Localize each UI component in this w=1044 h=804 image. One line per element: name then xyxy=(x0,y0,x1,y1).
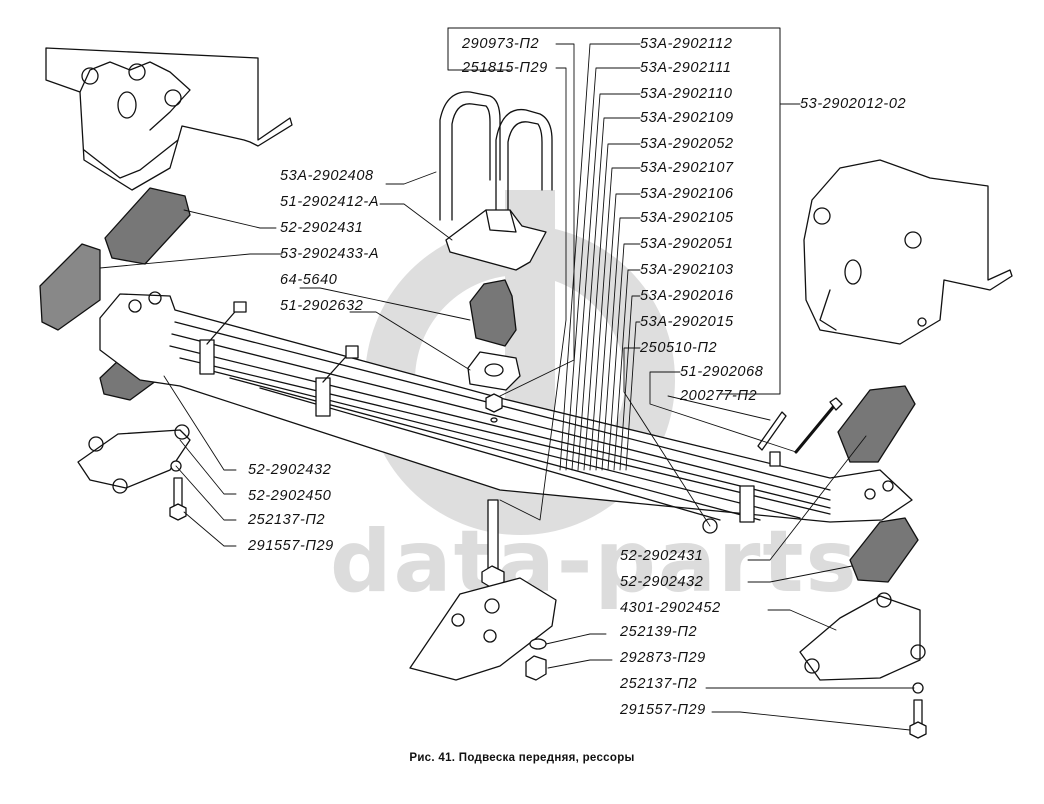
part-label-53a-2902107: 53А-2902107 xyxy=(640,160,734,176)
part-label-53a-2902105: 53А-2902105 xyxy=(640,210,734,226)
u-bolt-2 xyxy=(495,108,553,241)
center-bolt xyxy=(481,499,505,589)
part-label-53a-2902112: 53А-2902112 xyxy=(640,36,733,52)
part-label-250510-p2: 250510-П2 xyxy=(640,340,718,356)
watermark-text: data-parts xyxy=(330,512,859,612)
cushion-cup-left xyxy=(77,424,191,494)
part-label-252137-p2-left: 252137-П2 xyxy=(248,512,326,528)
part-label-252137-p2-right: 252137-П2 xyxy=(620,676,698,692)
bolt-left xyxy=(169,477,187,521)
u-bolt-1 xyxy=(439,91,501,221)
part-label-252139-p2: 252139-П2 xyxy=(620,624,698,640)
spring-clamp-2 xyxy=(315,345,359,417)
part-label-292873-p29: 292873-П29 xyxy=(620,650,706,666)
rubber-cushion-upper-left xyxy=(104,187,191,265)
bolt-right xyxy=(794,397,843,454)
part-label-251815-p29: 251815-П29 xyxy=(462,60,548,76)
part-label-64-5640: 64-5640 xyxy=(280,272,338,288)
part-label-51-2902068: 51-2902068 xyxy=(680,364,764,380)
rear-spring-bracket-right xyxy=(803,159,1013,345)
part-label-53a-2902106: 53А-2902106 xyxy=(640,186,734,202)
rubber-cushion-lower-right xyxy=(849,517,919,583)
part-label-53a-2902016: 53А-2902016 xyxy=(640,288,734,304)
part-label-52-2902432-right: 52-2902432 xyxy=(620,574,704,590)
part-label-53a-2902103: 53А-2902103 xyxy=(640,262,734,278)
front-spring-bracket-left xyxy=(45,47,293,191)
washer-right xyxy=(912,682,924,694)
pin-right xyxy=(757,411,787,451)
leader-lines xyxy=(99,43,915,731)
part-label-53a-2902111: 53А-2902111 xyxy=(640,60,732,76)
part-label-52-2902450: 52-2902450 xyxy=(248,488,332,504)
part-label-51-2902412-a: 51-2902412-А xyxy=(280,194,380,210)
axle-pad xyxy=(409,577,557,681)
nut-center xyxy=(485,393,503,423)
part-label-291557-p29-right: 291557-П29 xyxy=(620,702,706,718)
part-label-291557-p29-left: 291557-П29 xyxy=(248,538,334,554)
cushion-cup-right xyxy=(799,592,926,681)
part-label-53a-2902015: 53А-2902015 xyxy=(640,314,734,330)
part-label-53a-2902051: 53А-2902051 xyxy=(640,236,734,252)
part-label-52-2902432-left: 52-2902432 xyxy=(248,462,332,478)
part-label-53a-2902052: 53А-2902052 xyxy=(640,136,734,152)
spring-clamp-1 xyxy=(199,301,247,375)
part-label-290973-p2: 290973-П2 xyxy=(462,36,540,52)
u-bolt-plate xyxy=(445,209,547,271)
rubber-cushion-upper-right xyxy=(837,385,916,463)
cushion-pad-left xyxy=(39,243,101,331)
part-label-53-2902012-02: 53-2902012-02 xyxy=(800,96,907,112)
part-label-4301-2902452: 4301-2902452 xyxy=(620,600,721,616)
part-label-51-2902632: 51-2902632 xyxy=(280,298,364,314)
figure-caption: Рис. 41. Подвеска передняя, рессоры xyxy=(409,752,635,764)
rubber-bump-stop xyxy=(469,279,517,347)
part-label-53a-2902109: 53А-2902109 xyxy=(640,110,734,126)
nut-axle xyxy=(525,655,547,681)
spacer-plate xyxy=(467,351,521,391)
leaf-group-bracket xyxy=(447,27,801,395)
part-label-52-2902431-left: 52-2902431 xyxy=(280,220,364,236)
part-label-200277-p2: 200277-П2 xyxy=(680,388,758,404)
part-label-53-2902433-a: 53-2902433-А xyxy=(280,246,380,262)
bolt-right-lower xyxy=(909,699,927,739)
spring-washer-axle xyxy=(529,638,547,650)
part-label-52-2902431-right: 52-2902431 xyxy=(620,548,704,564)
part-label-53a-2902408: 53А-2902408 xyxy=(280,168,374,184)
spring-clamp-3 xyxy=(739,451,781,523)
part-label-53a-2902110: 53А-2902110 xyxy=(640,86,733,102)
